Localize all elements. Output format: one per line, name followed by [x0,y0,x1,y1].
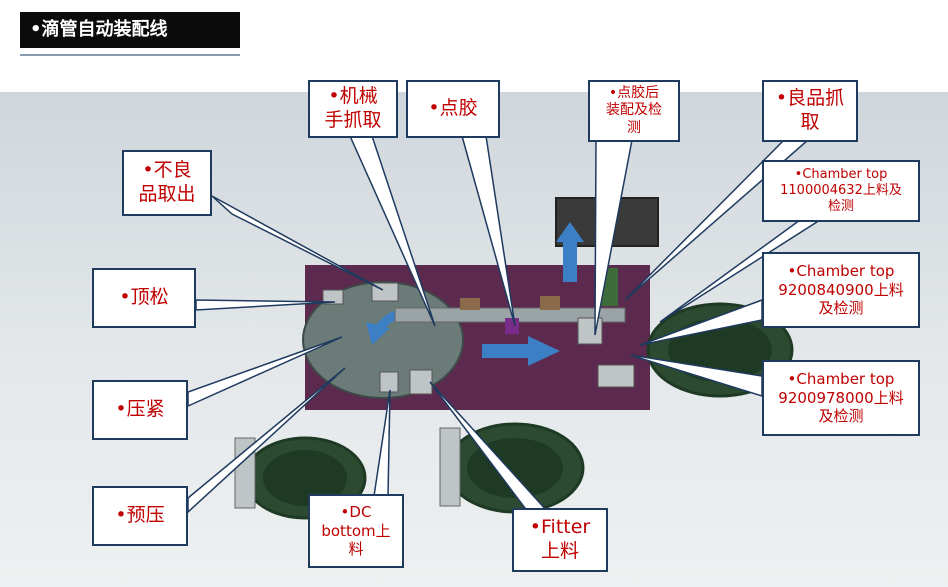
feeder-track-bottom-mid [439,427,461,507]
pointer-yuya [187,367,346,514]
rail-carriage-1 [460,298,480,310]
label-dc-bottom: •DC bottom上 料 [308,494,404,568]
station-right-assembly [577,317,603,345]
label-liangpin: •良品抓 取 [762,80,858,142]
label-yajin: •压紧 [92,380,188,440]
label-dianjiao: •点胶 [406,80,500,138]
station-bottom-2 [409,369,433,395]
pointer-dingsong [195,299,336,311]
label-dianjiaohou: •点胶后 装配及检 测 [588,80,680,142]
pointer-buliang [211,195,384,291]
feeder-bowl-bottom-left-inner [263,450,347,506]
flow-arrow-head [528,336,560,366]
up-arrow-shaft [563,240,577,282]
label-chamber-top-2: •Chamber top 9200840900上料 及检测 [762,252,920,328]
label-jixieshou: •机械 手抓取 [308,80,398,138]
label-chamber-top-1: •Chamber top 1100004632上料及 检测 [762,160,920,222]
page-title: •滴管自动装配线 [20,12,240,48]
title-underline [20,54,240,56]
station-bottom-1 [379,371,399,393]
label-chamber-top-3: •Chamber top 9200978000上料 及检测 [762,360,920,436]
up-arrow-head [556,222,584,242]
pointer-yajin [187,336,343,408]
label-fitter: •Fitter 上料 [512,508,608,572]
label-yuya: •预压 [92,486,188,546]
label-dingsong: •顶松 [92,268,196,328]
glue-station [505,318,519,334]
rotation-arrow-head [366,322,390,345]
station-left [322,289,344,305]
label-buliang: •不良 品取出 [122,150,212,216]
flow-arrow-shaft [482,344,530,358]
rail-carriage-2 [540,296,560,310]
station-feeder-exit [597,364,635,388]
